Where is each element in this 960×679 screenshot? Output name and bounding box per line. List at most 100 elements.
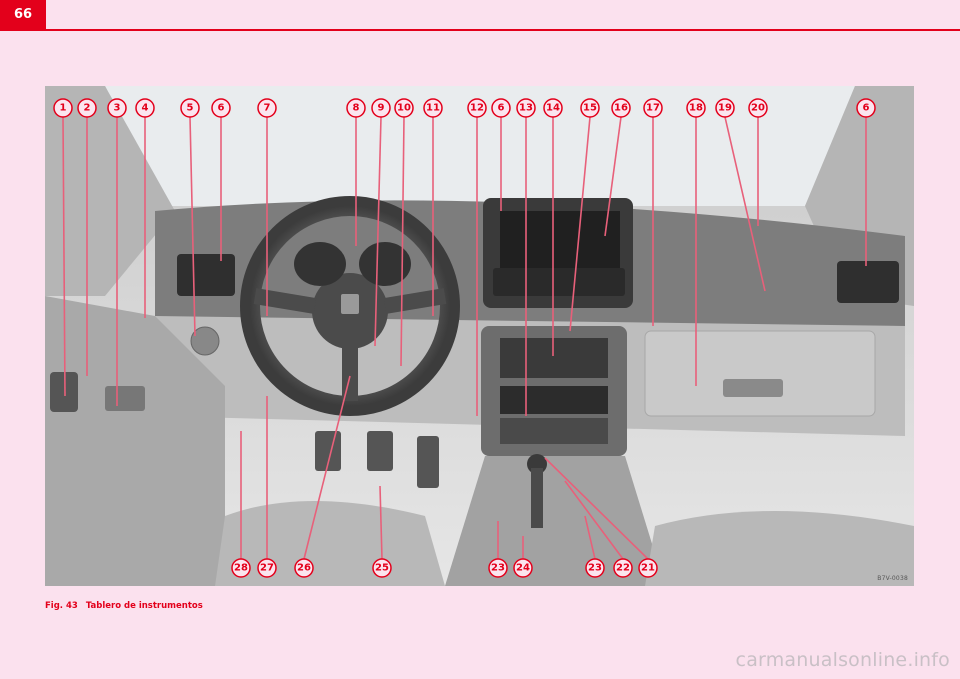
- callout-bottom-8: 21: [638, 558, 658, 578]
- callout-top-19: 19: [715, 98, 735, 118]
- image-code: B7V-0038: [877, 575, 908, 582]
- accelerator-pedal: [417, 436, 439, 488]
- steering-spokes: [253, 288, 447, 401]
- page-header: 66: [0, 0, 960, 31]
- glovebox-handle: [723, 379, 783, 397]
- leader-top-16: [604, 116, 622, 237]
- leader-top-19: [724, 116, 766, 292]
- callout-top-0-label: 1: [60, 103, 67, 114]
- callout-bottom-0-label: 28: [234, 563, 248, 574]
- leader-top-4: [189, 116, 196, 337]
- callout-bottom-2-label: 26: [297, 563, 311, 574]
- callout-bottom-7-label: 22: [616, 563, 630, 574]
- callout-top-5: 6: [211, 98, 231, 118]
- door-handle: [50, 372, 78, 412]
- callout-top-3-label: 4: [142, 103, 149, 114]
- brand-logo: [341, 294, 359, 314]
- callout-top-5-label: 6: [218, 103, 225, 114]
- windshield: [105, 86, 855, 206]
- callout-top-15: 15: [580, 98, 600, 118]
- brake-pedal: [367, 431, 393, 471]
- callout-top-13-label: 13: [519, 103, 533, 114]
- glovebox: [644, 330, 876, 417]
- leader-top-15: [569, 116, 591, 332]
- callout-bottom-3: 25: [372, 558, 392, 578]
- callout-bottom-1-label: 27: [260, 563, 274, 574]
- callout-top-20-label: 20: [751, 103, 765, 114]
- callout-top-14-label: 14: [546, 103, 560, 114]
- figure-label: Fig. 43: [45, 601, 78, 611]
- climate-controls: [500, 418, 608, 444]
- callout-top-8: 9: [371, 98, 391, 118]
- leader-bottom-2: [303, 375, 351, 560]
- callout-top-18: 18: [686, 98, 706, 118]
- callout-top-16: 16: [611, 98, 631, 118]
- callout-top-21: 6: [856, 98, 876, 118]
- callout-top-13: 13: [516, 98, 536, 118]
- figure-caption: Fig. 43 Tablero de instrumentos: [45, 601, 203, 611]
- callout-top-8-label: 9: [378, 103, 385, 114]
- callout-top-10-label: 11: [426, 103, 440, 114]
- driver-seat: [215, 501, 445, 586]
- left-door: [45, 296, 225, 586]
- figure-caption-text: Tablero de instrumentos: [85, 601, 203, 611]
- storage-compartment: [500, 386, 608, 414]
- callout-bottom-5: 24: [513, 558, 533, 578]
- steering-wheel: [240, 196, 460, 416]
- callout-top-2: 3: [107, 98, 127, 118]
- left-a-pillar: [45, 86, 175, 296]
- callout-bottom-6: 23: [585, 558, 605, 578]
- callout-top-11: 12: [467, 98, 487, 118]
- callout-bottom-0: 28: [231, 558, 251, 578]
- callout-top-2-label: 3: [114, 103, 121, 114]
- callout-top-0: 1: [53, 98, 73, 118]
- callout-top-15-label: 15: [583, 103, 597, 114]
- callout-top-12-label: 6: [498, 103, 505, 114]
- leader-top-0: [62, 116, 66, 397]
- passenger-seat: [645, 511, 914, 586]
- callout-top-12: 6: [491, 98, 511, 118]
- callout-top-3: 4: [135, 98, 155, 118]
- callout-top-7: 8: [346, 98, 366, 118]
- callout-top-10: 11: [423, 98, 443, 118]
- callout-top-19-label: 19: [718, 103, 732, 114]
- leader-bottom-3: [379, 485, 383, 560]
- callout-top-9: 10: [394, 98, 414, 118]
- callout-bottom-3-label: 25: [375, 563, 389, 574]
- callout-top-14: 14: [543, 98, 563, 118]
- page-number: 66: [0, 0, 46, 29]
- center-air-vents: [493, 268, 625, 296]
- leader-bottom-6: [584, 515, 596, 560]
- leader-top-9: [400, 116, 405, 367]
- callout-top-21-label: 6: [863, 103, 870, 114]
- callout-top-1-label: 2: [84, 103, 91, 114]
- callout-top-20: 20: [748, 98, 768, 118]
- callout-bottom-2: 26: [294, 558, 314, 578]
- callout-bottom-7: 22: [613, 558, 633, 578]
- callout-bottom-1: 27: [257, 558, 277, 578]
- callout-bottom-6-label: 23: [588, 563, 602, 574]
- light-switch: [190, 326, 220, 356]
- callout-top-17-label: 17: [646, 103, 660, 114]
- clutch-pedal: [315, 431, 341, 471]
- callout-bottom-4: 23: [488, 558, 508, 578]
- callout-bottom-5-label: 24: [516, 563, 530, 574]
- callout-top-18-label: 18: [689, 103, 703, 114]
- callout-top-11-label: 12: [470, 103, 484, 114]
- watermark: carmanualsonline.info: [735, 649, 950, 671]
- callout-top-6: 7: [257, 98, 277, 118]
- gear-lever: [531, 468, 543, 528]
- gear-tunnel: [445, 456, 665, 586]
- tachometer: [359, 242, 411, 286]
- speedometer: [294, 242, 346, 286]
- left-air-vent: [177, 254, 235, 296]
- callout-top-16-label: 16: [614, 103, 628, 114]
- callout-bottom-8-label: 21: [641, 563, 655, 574]
- leader-bottom-7: [564, 480, 624, 560]
- right-air-vent: [837, 261, 899, 303]
- leader-bottom-8: [544, 457, 649, 560]
- callout-top-7-label: 8: [353, 103, 360, 114]
- callout-top-9-label: 10: [397, 103, 411, 114]
